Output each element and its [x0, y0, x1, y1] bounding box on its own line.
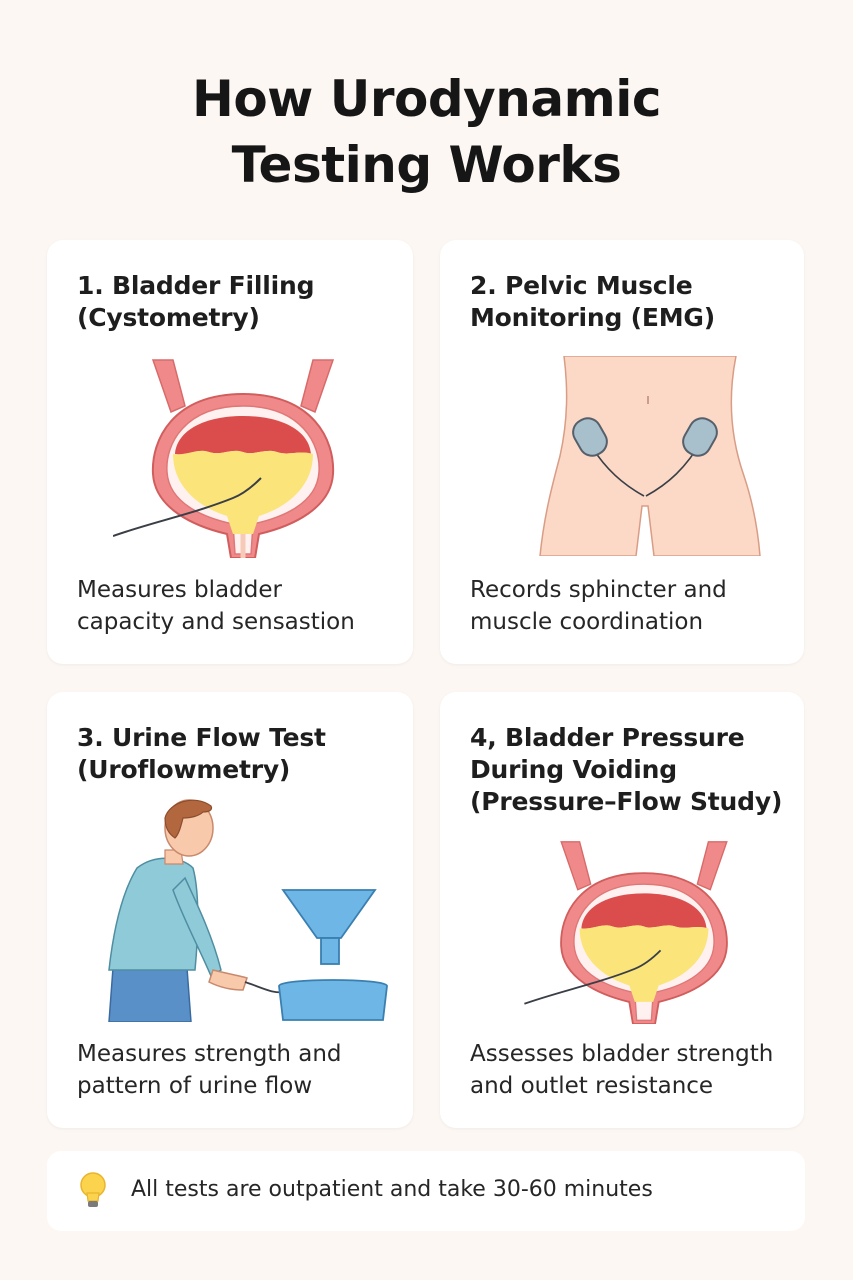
card-description: Measures strength and pattern of urine f… — [77, 1041, 342, 1099]
card-title: 3. Urine Flow Test (Uroflowmetry) — [77, 723, 326, 784]
note-text: All tests are outpatient and take 30-60 … — [131, 1177, 653, 1202]
card-title: 1. Bladder Filling (Cystometry) — [77, 271, 315, 332]
pelvic-electrodes-icon — [539, 356, 761, 556]
card-description: Assesses bladder strength and outlet res… — [470, 1041, 774, 1099]
card-description: Measures bladder capacity and sensastion — [77, 577, 355, 635]
card-bladder-pressure: 4, Bladder Pressure During Voiding (Pres… — [440, 692, 804, 1128]
page-title-line-2: Testing Works — [231, 136, 622, 194]
card-title: 4, Bladder Pressure During Voiding (Pres… — [470, 723, 783, 816]
card-bladder-filling: 1. Bladder Filling (Cystometry) Measures… — [47, 240, 413, 664]
bladder-catheter-icon — [113, 359, 335, 558]
card-title: 2. Pelvic Muscle Monitoring (EMG) — [470, 271, 715, 332]
info-note: All tests are outpatient and take 30-60 … — [47, 1151, 805, 1231]
card-description: Records sphincter and muscle coordinatio… — [470, 577, 727, 635]
lightbulb-icon — [80, 1172, 106, 1207]
card-pelvic-muscle: 2. Pelvic Muscle Monitoring (EMG) Record… — [440, 240, 804, 664]
person-funnel-icon — [108, 799, 388, 1022]
page-title: How Urodynamic Testing Works — [0, 66, 853, 198]
card-urine-flow: 3. Urine Flow Test (Uroflowmetry) Measur… — [47, 692, 413, 1128]
page-title-line-1: How Urodynamic — [191, 70, 662, 128]
bladder-pressure-icon — [524, 841, 728, 1024]
